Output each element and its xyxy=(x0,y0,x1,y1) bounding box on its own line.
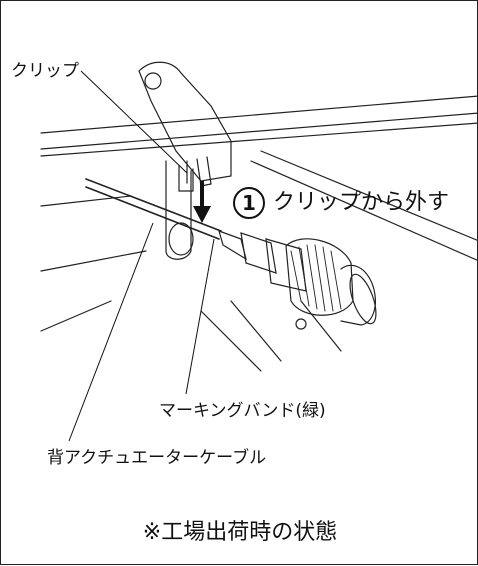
connector-neck xyxy=(240,232,277,274)
connector-screw xyxy=(295,318,307,330)
cable-leader-line xyxy=(68,222,154,442)
marking-band-shape xyxy=(218,230,247,261)
cable xyxy=(85,178,222,240)
bracket-leg xyxy=(165,160,192,260)
marking-band-label: マーキングバンド(緑) xyxy=(159,401,326,421)
mount-bracket xyxy=(138,61,232,182)
bracket-pin xyxy=(144,72,162,90)
clip-leader-line xyxy=(80,70,188,174)
upper-rail xyxy=(40,95,478,157)
factory-state-note: ※工場出荷時の状態 xyxy=(142,520,338,545)
lower-rail xyxy=(250,150,478,262)
clip-label: クリップ xyxy=(11,61,79,81)
band-leader-line xyxy=(185,238,215,395)
clip-shape xyxy=(178,156,212,192)
cable-label: 背アクチュエーターケーブル xyxy=(47,448,267,468)
step-number-badge: 1 xyxy=(233,187,265,219)
step-text: クリップから外す xyxy=(273,190,450,215)
connector-ring xyxy=(265,238,307,292)
left-struts xyxy=(40,195,147,332)
lower-struts xyxy=(200,300,342,372)
down-arrow-icon xyxy=(193,181,211,223)
step-instruction: 1 クリップから外す xyxy=(233,184,449,219)
